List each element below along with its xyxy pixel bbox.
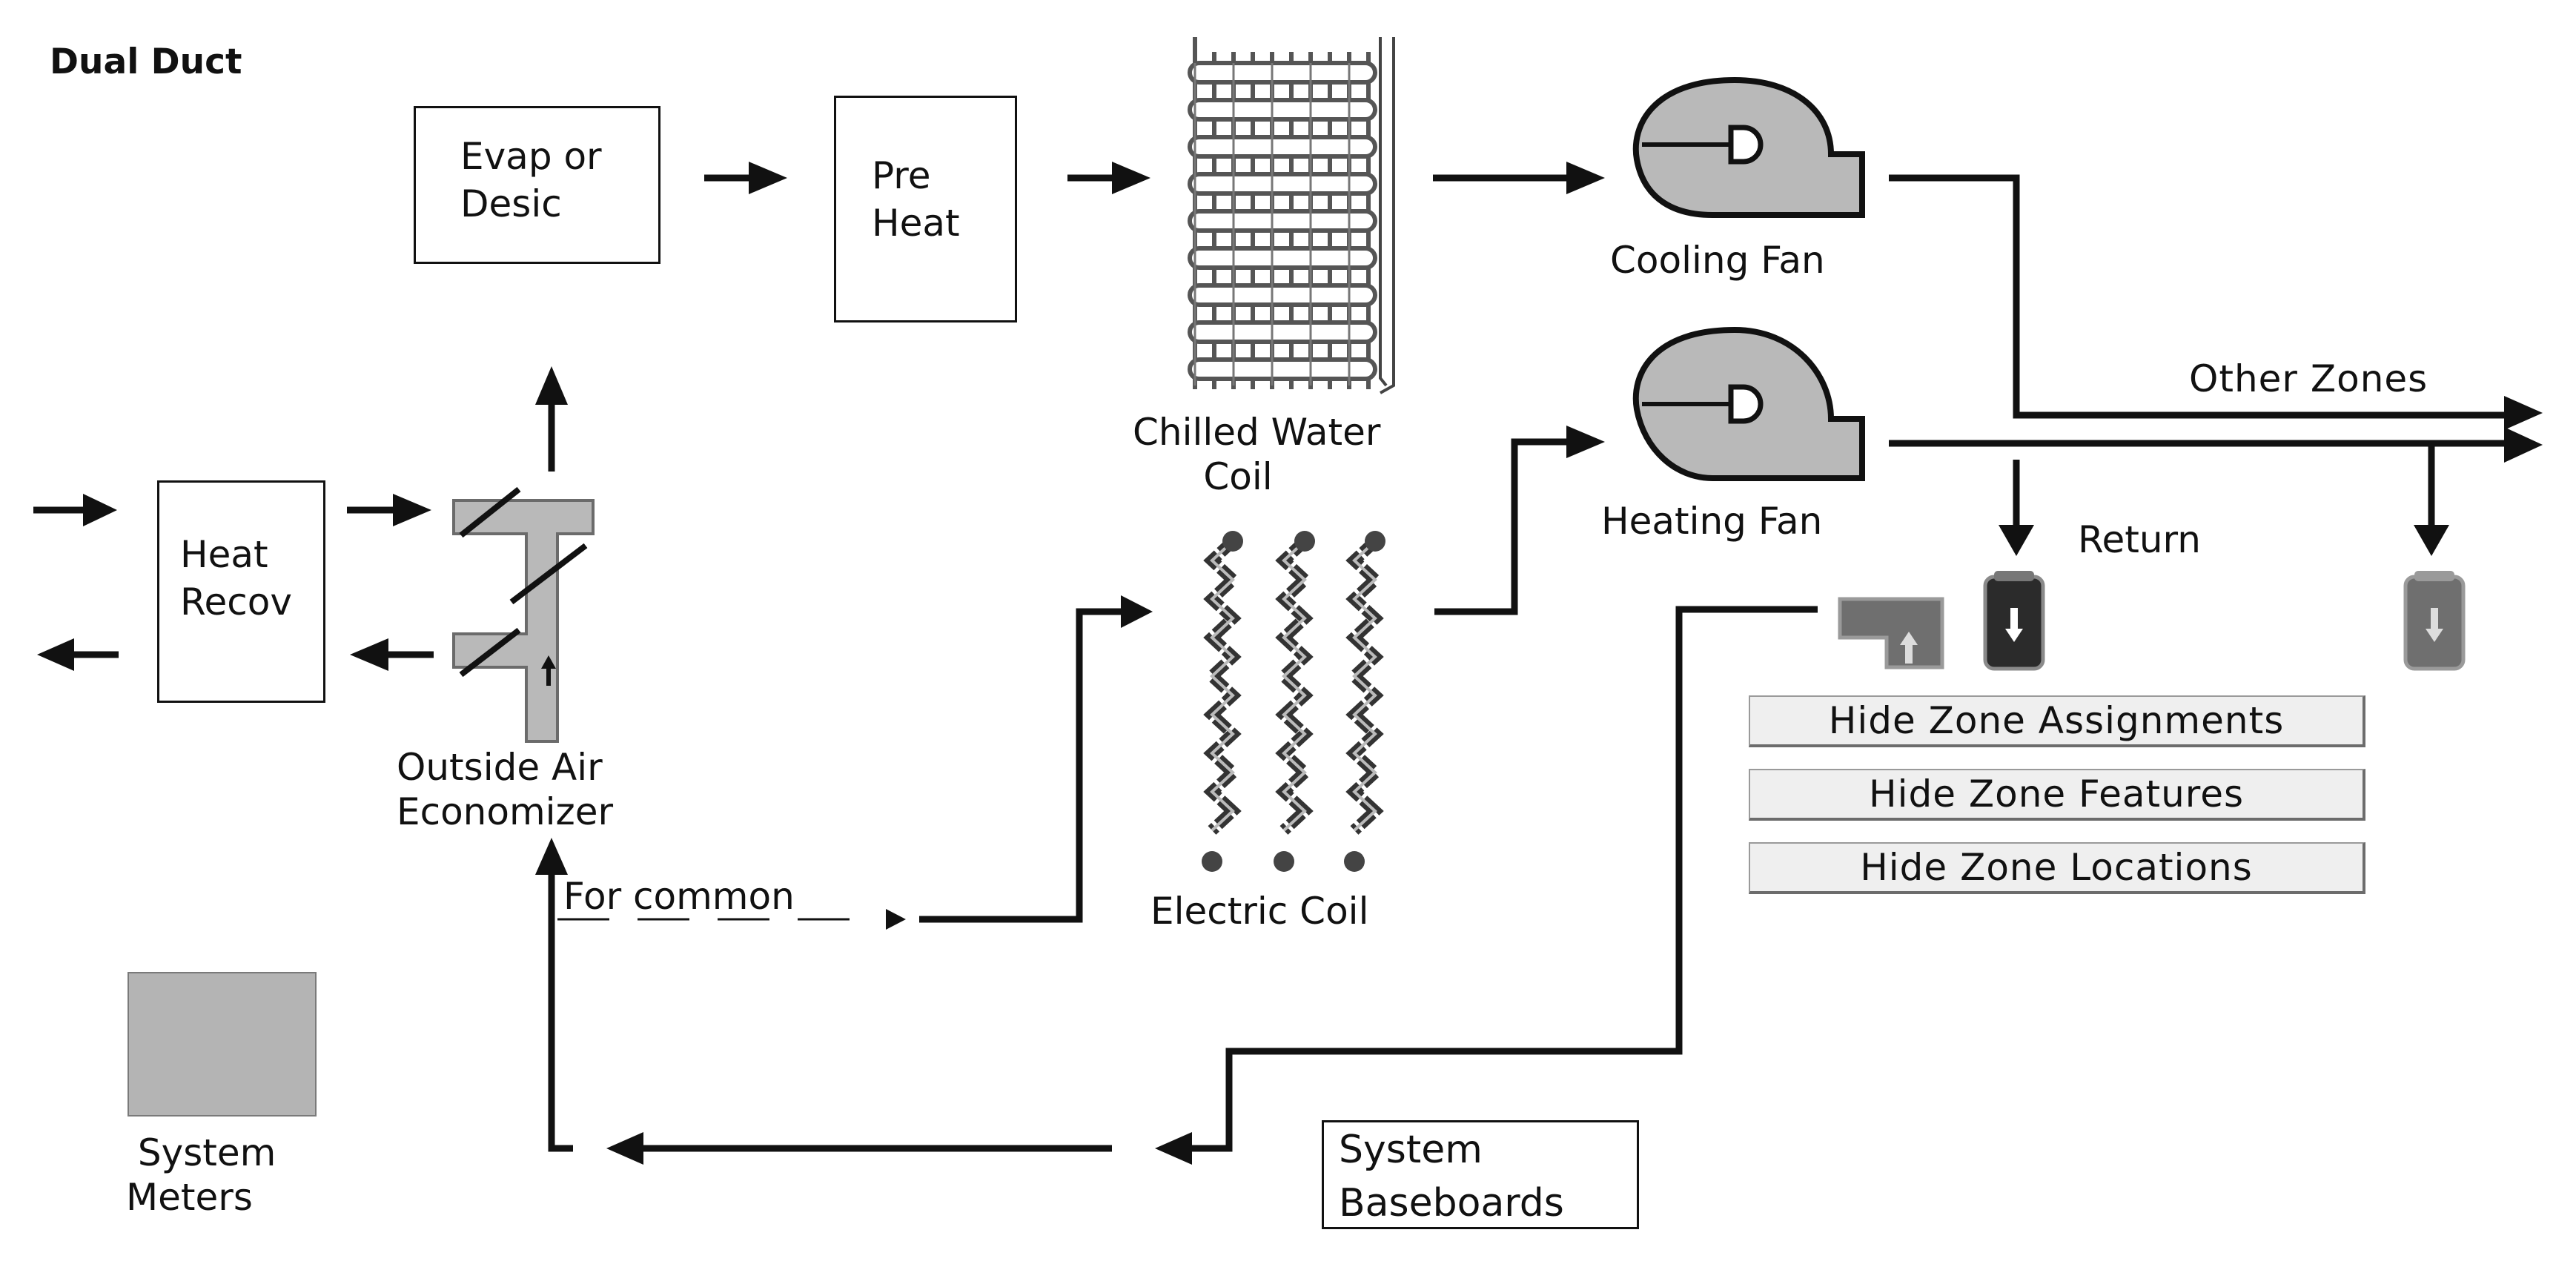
system-baseboards-label: System Baseboards: [1339, 1128, 1564, 1225]
arrow-icon: [1433, 162, 1605, 194]
damper-icon: [452, 486, 595, 743]
zone-terminal-icon[interactable]: [2403, 571, 2466, 671]
other-zones-label: Other Zones: [2189, 357, 2428, 400]
arrow-icon: [350, 638, 434, 671]
coil-icon: [1202, 531, 1385, 872]
zone-terminal-icon[interactable]: [1838, 597, 1944, 669]
hide-zone-assignments-button[interactable]: Hide Zone Assignments: [1749, 695, 2365, 747]
arrow-icon: [347, 494, 431, 526]
hide-zone-features-button[interactable]: Hide Zone Features: [1749, 769, 2365, 821]
heat-recov-box[interactable]: Heat Recov: [157, 480, 325, 703]
fan-icon: [1632, 326, 1865, 481]
arrow-icon: [37, 638, 119, 671]
arrow-icon: [535, 838, 568, 875]
arrow-icon: [1067, 162, 1150, 194]
zone-terminal-icon[interactable]: [1983, 571, 2045, 671]
arrow-icon: [2414, 525, 2449, 556]
arrow-icon: [33, 494, 117, 526]
electric-coil-label: Electric Coil: [1150, 890, 1369, 933]
arrow-icon: [1999, 525, 2034, 556]
hide-zone-locations-button[interactable]: Hide Zone Locations: [1749, 842, 2365, 894]
arrow-icon: [535, 366, 568, 472]
pre-heat-label: Pre Heat: [872, 154, 960, 245]
for-common-label: For common: [563, 875, 795, 918]
chilled-water-coil-label: Chilled Water Coil: [1133, 411, 1381, 498]
heat-recov-label: Heat Recov: [180, 533, 292, 623]
arrow-icon: [704, 162, 787, 194]
evap-desic-label: Evap or Desic: [460, 135, 602, 225]
arrow-icon: [886, 909, 906, 930]
page-title: Dual Duct: [50, 42, 242, 82]
pre-heat-box[interactable]: Pre Heat: [834, 96, 1017, 322]
return-label: Return: [2078, 518, 2201, 561]
system-baseboards-box[interactable]: System Baseboards: [1322, 1120, 1639, 1229]
arrow-icon: [2504, 427, 2543, 463]
cooling-fan-label: Cooling Fan: [1610, 239, 1825, 282]
coil-icon: [1188, 37, 1395, 394]
arrow-icon: [1155, 1132, 1192, 1165]
arrow-icon: [606, 1132, 643, 1165]
evap-desic-box[interactable]: Evap or Desic: [414, 106, 660, 264]
system-meters-label: System Meters: [126, 1131, 277, 1219]
economizer-label: Outside Air Economizer: [397, 746, 614, 833]
arrow-icon: [1121, 595, 1153, 628]
arrow-icon: [2504, 396, 2543, 430]
arrow-icon: [1566, 426, 1605, 458]
heating-fan-label: Heating Fan: [1601, 500, 1823, 543]
system-meters-panel[interactable]: [128, 972, 317, 1117]
fan-icon: [1632, 76, 1865, 218]
